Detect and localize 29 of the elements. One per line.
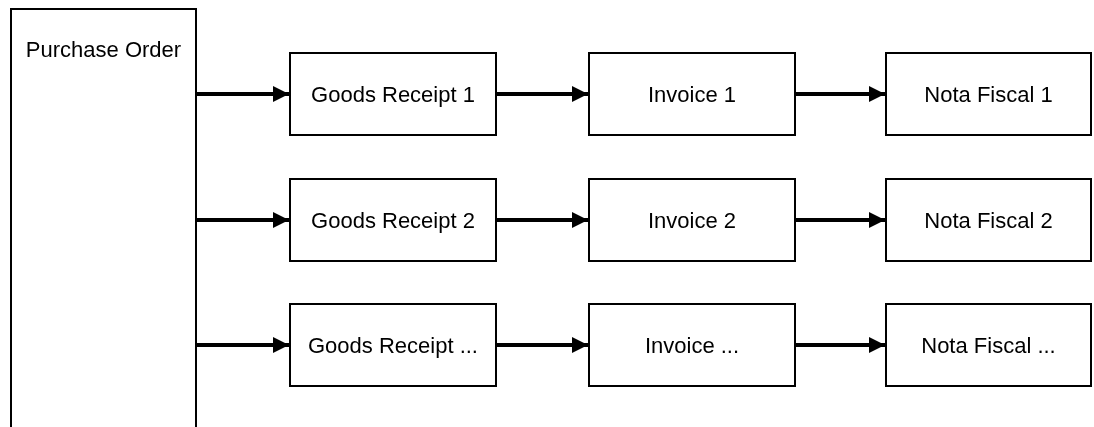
node-label: Nota Fiscal 1 bbox=[924, 80, 1053, 108]
arrow bbox=[197, 86, 289, 102]
node-label: Purchase Order bbox=[25, 36, 182, 63]
process-box bbox=[289, 52, 497, 136]
node-label: Goods Receipt 1 bbox=[311, 80, 475, 108]
arrow bbox=[796, 212, 885, 228]
node-label: Invoice ... bbox=[644, 331, 740, 359]
order-column bbox=[10, 8, 197, 427]
arrow bbox=[197, 337, 289, 353]
process-box bbox=[885, 52, 1092, 136]
node-label: Invoice 1 bbox=[647, 80, 737, 108]
process-box bbox=[588, 52, 796, 136]
node-label: Nota Fiscal ... bbox=[921, 331, 1056, 359]
arrow bbox=[497, 86, 588, 102]
process-box bbox=[885, 303, 1092, 387]
node-label: Goods Receipt 2 bbox=[311, 206, 475, 234]
arrow bbox=[197, 212, 289, 228]
arrow bbox=[497, 212, 588, 228]
process-box bbox=[588, 178, 796, 262]
node-label: Invoice 2 bbox=[647, 206, 737, 234]
node-label: Nota Fiscal 2 bbox=[924, 206, 1053, 234]
arrow bbox=[497, 337, 588, 353]
process-box bbox=[588, 303, 796, 387]
process-box bbox=[289, 178, 497, 262]
process-box bbox=[289, 303, 497, 387]
node-label: Goods Receipt ... bbox=[308, 331, 478, 359]
arrow bbox=[796, 86, 885, 102]
arrow bbox=[796, 337, 885, 353]
process-box bbox=[885, 178, 1092, 262]
